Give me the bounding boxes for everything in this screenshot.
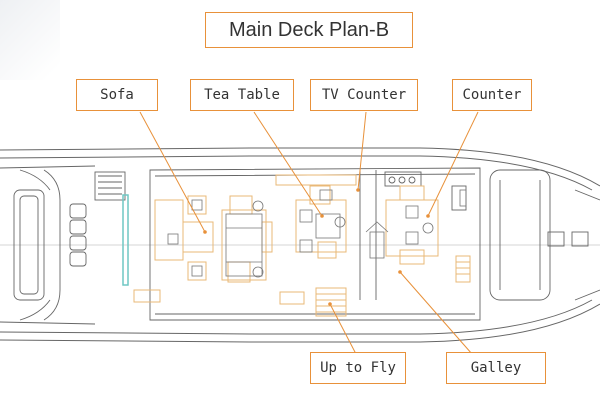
furniture-detail: [167, 189, 467, 278]
label-tea-table: Tea Table: [190, 79, 294, 111]
label-tv-counter: TV Counter: [310, 79, 418, 111]
label-up-to-fly: Up to Fly: [310, 352, 406, 384]
deck-walls: [149, 167, 600, 321]
background-corner-shade: [0, 0, 60, 80]
stern-area: [13, 169, 126, 321]
leader-dots: [203, 188, 430, 306]
diagram-title: Main Deck Plan-B: [205, 12, 413, 48]
label-counter: Counter: [452, 79, 532, 111]
leader-lines: [139, 111, 479, 355]
furniture-lines: [133, 174, 471, 317]
label-sofa: Sofa: [76, 79, 158, 111]
label-galley: Galley: [446, 352, 546, 384]
glass-wall: [122, 194, 129, 286]
